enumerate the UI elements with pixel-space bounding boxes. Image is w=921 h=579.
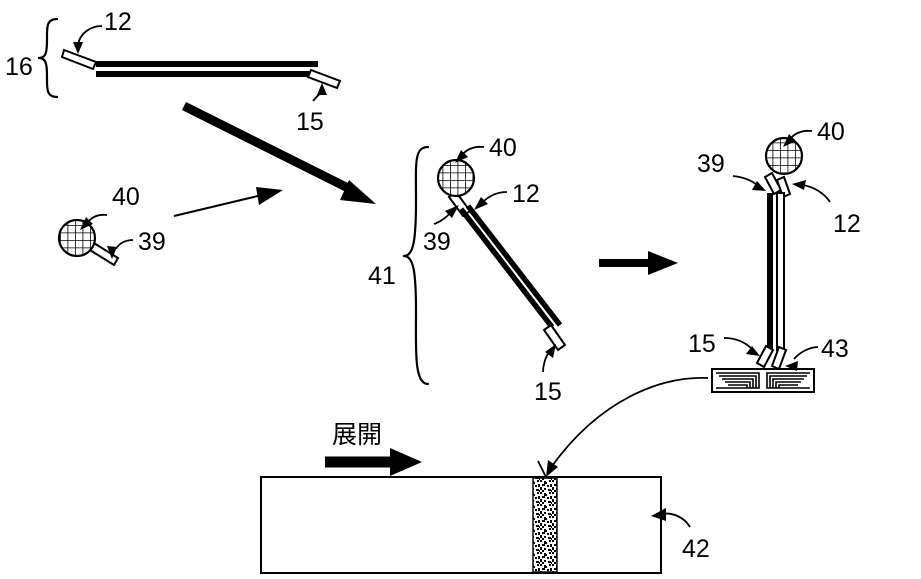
callout-leader-43-right (785, 346, 819, 371)
stage-top-left-assembly (37, 17, 342, 102)
callout-leader-15-middle (542, 344, 556, 373)
arrow-diagonal-transform (181, 101, 376, 204)
label-development: 展開 (332, 420, 382, 449)
arrow-middle-to-right (599, 251, 678, 275)
label-15-middle: 15 (534, 378, 562, 406)
stage-bottom-strip (260, 448, 662, 574)
callout-leader-12-right (792, 180, 831, 203)
grid-sphere-right (764, 136, 804, 176)
layered-base-43 (711, 368, 815, 393)
right-lower-open-tip-right (770, 345, 788, 371)
bead-assembly-left (57, 218, 120, 267)
label-40-middle: 40 (489, 134, 517, 162)
callout-leader-12-middle (474, 191, 508, 210)
middle-lower-open-tip (542, 323, 567, 352)
top-left-upper-open-tip (60, 48, 98, 71)
stage-right-assembly (711, 136, 815, 393)
development-strip (260, 476, 662, 574)
middle-bar-b (465, 204, 563, 327)
label-12-middle: 12 (512, 180, 540, 208)
label-12-top: 12 (104, 8, 132, 36)
callout-leader-40-left (80, 213, 108, 230)
top-left-lower-bar (96, 71, 312, 77)
callout-leader-40-right (783, 129, 813, 147)
label-41: 41 (368, 262, 396, 290)
right-lower-open-tip-left (755, 344, 775, 369)
curved-leader-base-to-band (537, 377, 709, 478)
label-12-right: 12 (833, 210, 861, 238)
label-15-top: 15 (296, 108, 324, 136)
top-left-lower-open-tip (306, 68, 342, 90)
right-bar-solid (767, 193, 773, 350)
label-39-left: 39 (138, 228, 166, 256)
callout-leader-39-right (732, 175, 766, 191)
label-16: 16 (5, 53, 33, 81)
label-15-right: 15 (688, 330, 716, 358)
stage-middle-assembly (402, 145, 567, 386)
label-43: 43 (821, 335, 849, 363)
middle-bar-a (458, 207, 555, 329)
label-40-left: 40 (112, 183, 140, 211)
right-bar-open (776, 192, 785, 351)
strip-textured-band (532, 477, 558, 573)
label-40-right: 40 (817, 118, 845, 146)
callout-leader-15-right (723, 337, 760, 356)
callout-leader-42 (651, 508, 691, 528)
label-39-middle: 39 (423, 228, 451, 256)
bracket-41 (402, 145, 430, 386)
callout-leader-39-left (107, 239, 134, 259)
callout-leader-40-middle (455, 145, 485, 163)
bracket-16 (37, 17, 59, 99)
top-left-upper-bar (96, 61, 318, 67)
grid-sphere-middle (436, 158, 476, 198)
arrow-bead-to-transform (173, 187, 283, 217)
callout-leader-15-top (312, 83, 327, 102)
arrow-development (325, 448, 422, 476)
callout-leader-39-middle (433, 205, 459, 225)
label-42: 42 (682, 535, 710, 563)
grid-sphere-left (57, 218, 97, 258)
label-39-right: 39 (697, 150, 725, 178)
callout-leader-12-top (73, 25, 103, 54)
